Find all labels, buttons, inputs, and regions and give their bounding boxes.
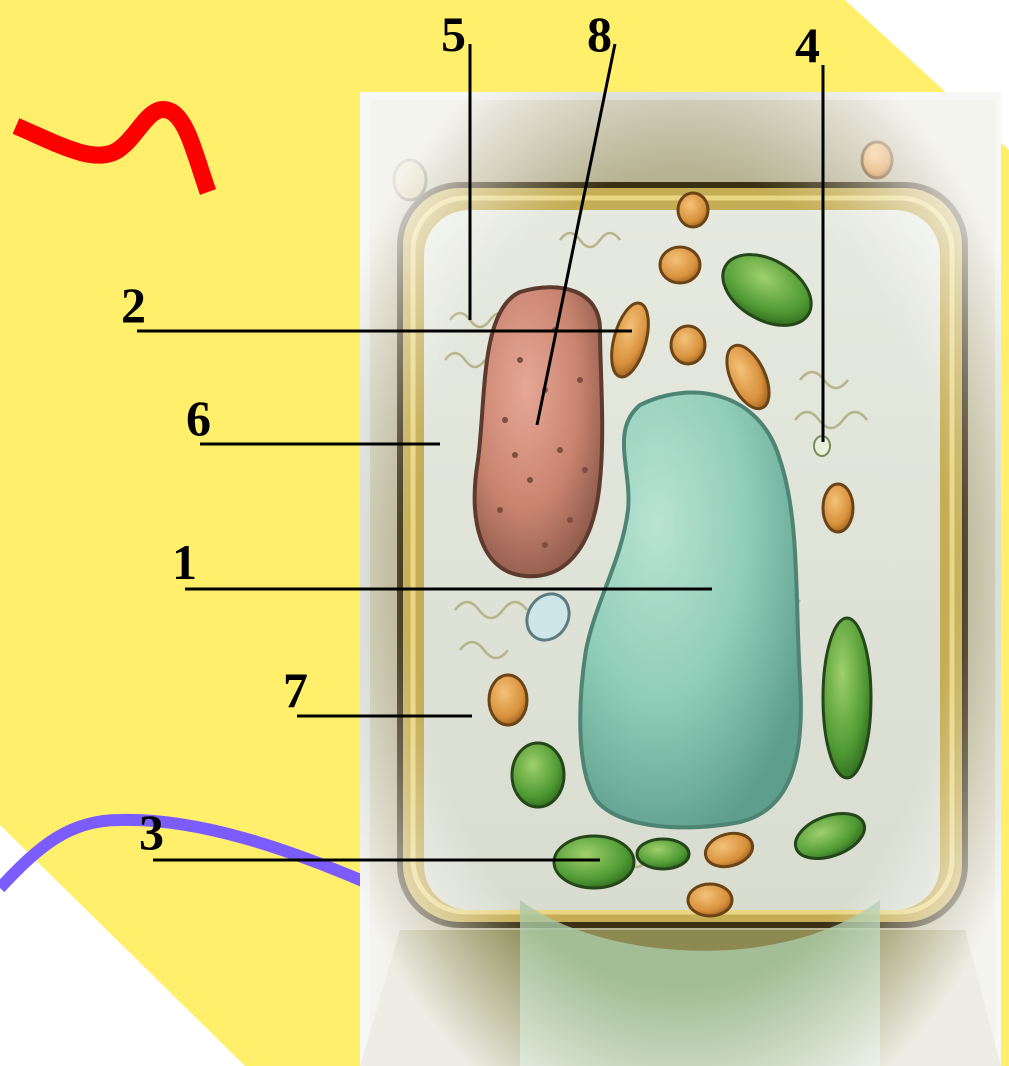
label-number-1: 1	[172, 537, 197, 587]
illustration-edge-fade	[360, 92, 1001, 1066]
label-number-3: 3	[139, 807, 164, 857]
cell-illustration	[360, 92, 1001, 1066]
label-number-4: 4	[795, 20, 820, 70]
label-number-5: 5	[441, 9, 466, 59]
label-number-6: 6	[186, 393, 211, 443]
label-number-7: 7	[283, 665, 308, 715]
label-number-8: 8	[587, 9, 612, 59]
label-number-2: 2	[121, 280, 146, 330]
